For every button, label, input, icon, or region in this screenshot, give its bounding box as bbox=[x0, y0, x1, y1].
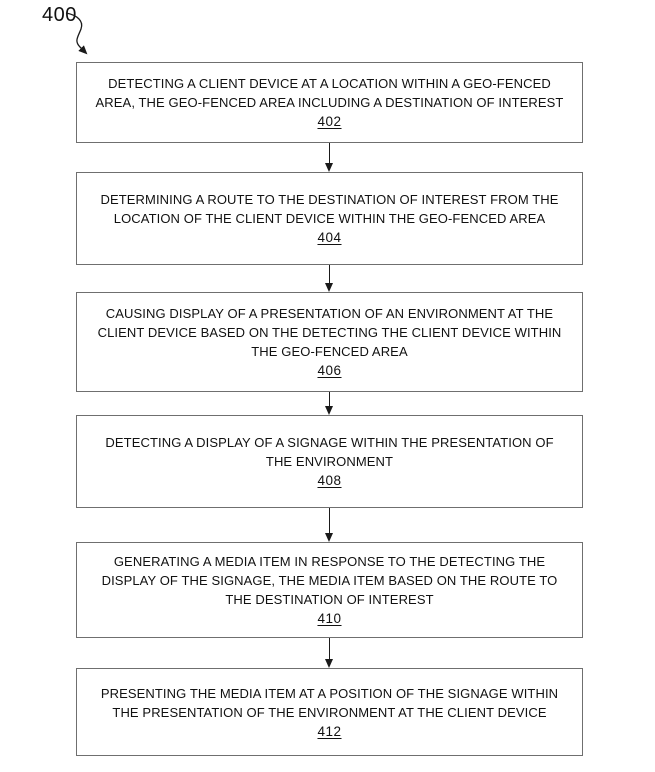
step-text-line: CLIENT DEVICE BASED ON THE DETECTING THE… bbox=[97, 325, 562, 340]
flow-arrowhead-icon bbox=[325, 163, 333, 172]
step-text-line: LOCATION OF THE CLIENT DEVICE WITHIN THE… bbox=[113, 211, 546, 226]
step-text-line: DISPLAY OF THE SIGNAGE, THE MEDIA ITEM B… bbox=[101, 573, 558, 588]
flow-arrow bbox=[323, 392, 336, 415]
figure-lead-arrow-icon bbox=[65, 12, 88, 55]
flow-arrow bbox=[323, 143, 336, 172]
step-ref-number: 406 bbox=[317, 363, 342, 378]
step-ref-number: 412 bbox=[317, 723, 342, 739]
flow-arrow-shaft bbox=[329, 392, 330, 407]
step-box-402: DETECTING A CLIENT DEVICE AT A LOCATION … bbox=[76, 62, 583, 143]
step-text-line: GENERATING A MEDIA ITEM IN RESPONSE TO T… bbox=[113, 554, 546, 569]
step-box-406: CAUSING DISPLAY OF A PRESENTATION OF AN … bbox=[76, 292, 583, 392]
flow-arrow bbox=[323, 508, 336, 542]
step-box-410: GENERATING A MEDIA ITEM IN RESPONSE TO T… bbox=[76, 542, 583, 638]
flow-arrow-shaft bbox=[329, 638, 330, 660]
step-box-412: PRESENTING THE MEDIA ITEM AT A POSITION … bbox=[76, 668, 583, 756]
flow-arrow-shaft bbox=[329, 265, 330, 284]
step-ref-number: 404 bbox=[317, 230, 342, 245]
step-text-line: THE DESTINATION OF INTEREST bbox=[225, 592, 434, 607]
step-text-line: THE PRESENTATION OF THE ENVIRONMENT AT T… bbox=[112, 704, 547, 720]
step-box-404: DETERMINING A ROUTE TO THE DESTINATION O… bbox=[76, 172, 583, 265]
step-box-408: DETECTING A DISPLAY OF A SIGNAGE WITHIN … bbox=[76, 415, 583, 508]
step-text-line: DETERMINING A ROUTE TO THE DESTINATION O… bbox=[100, 192, 559, 207]
step-text-line: PRESENTING THE MEDIA ITEM AT A POSITION … bbox=[100, 685, 559, 701]
step-text-line: THE ENVIRONMENT bbox=[265, 454, 394, 469]
step-ref-number: 402 bbox=[317, 114, 342, 129]
step-text-line: AREA, THE GEO-FENCED AREA INCLUDING A DE… bbox=[95, 95, 564, 110]
flow-arrowhead-icon bbox=[325, 283, 333, 292]
flow-arrowhead-icon bbox=[325, 659, 333, 668]
flow-arrow bbox=[323, 638, 336, 668]
figure-reference-number: 400 bbox=[42, 4, 77, 26]
step-text-line: CAUSING DISPLAY OF A PRESENTATION OF AN … bbox=[105, 306, 554, 321]
flow-arrow-shaft bbox=[329, 508, 330, 534]
step-text-line: DETECTING A DISPLAY OF A SIGNAGE WITHIN … bbox=[105, 435, 554, 450]
flow-arrow-shaft bbox=[329, 143, 330, 164]
step-text-line: DETECTING A CLIENT DEVICE AT A LOCATION … bbox=[108, 76, 551, 91]
step-text-line: THE GEO-FENCED AREA bbox=[251, 344, 408, 359]
step-ref-number: 408 bbox=[317, 473, 342, 488]
flow-arrowhead-icon bbox=[325, 533, 333, 542]
flow-arrow bbox=[323, 265, 336, 292]
flow-arrowhead-icon bbox=[325, 406, 333, 415]
step-ref-number: 410 bbox=[317, 611, 342, 626]
